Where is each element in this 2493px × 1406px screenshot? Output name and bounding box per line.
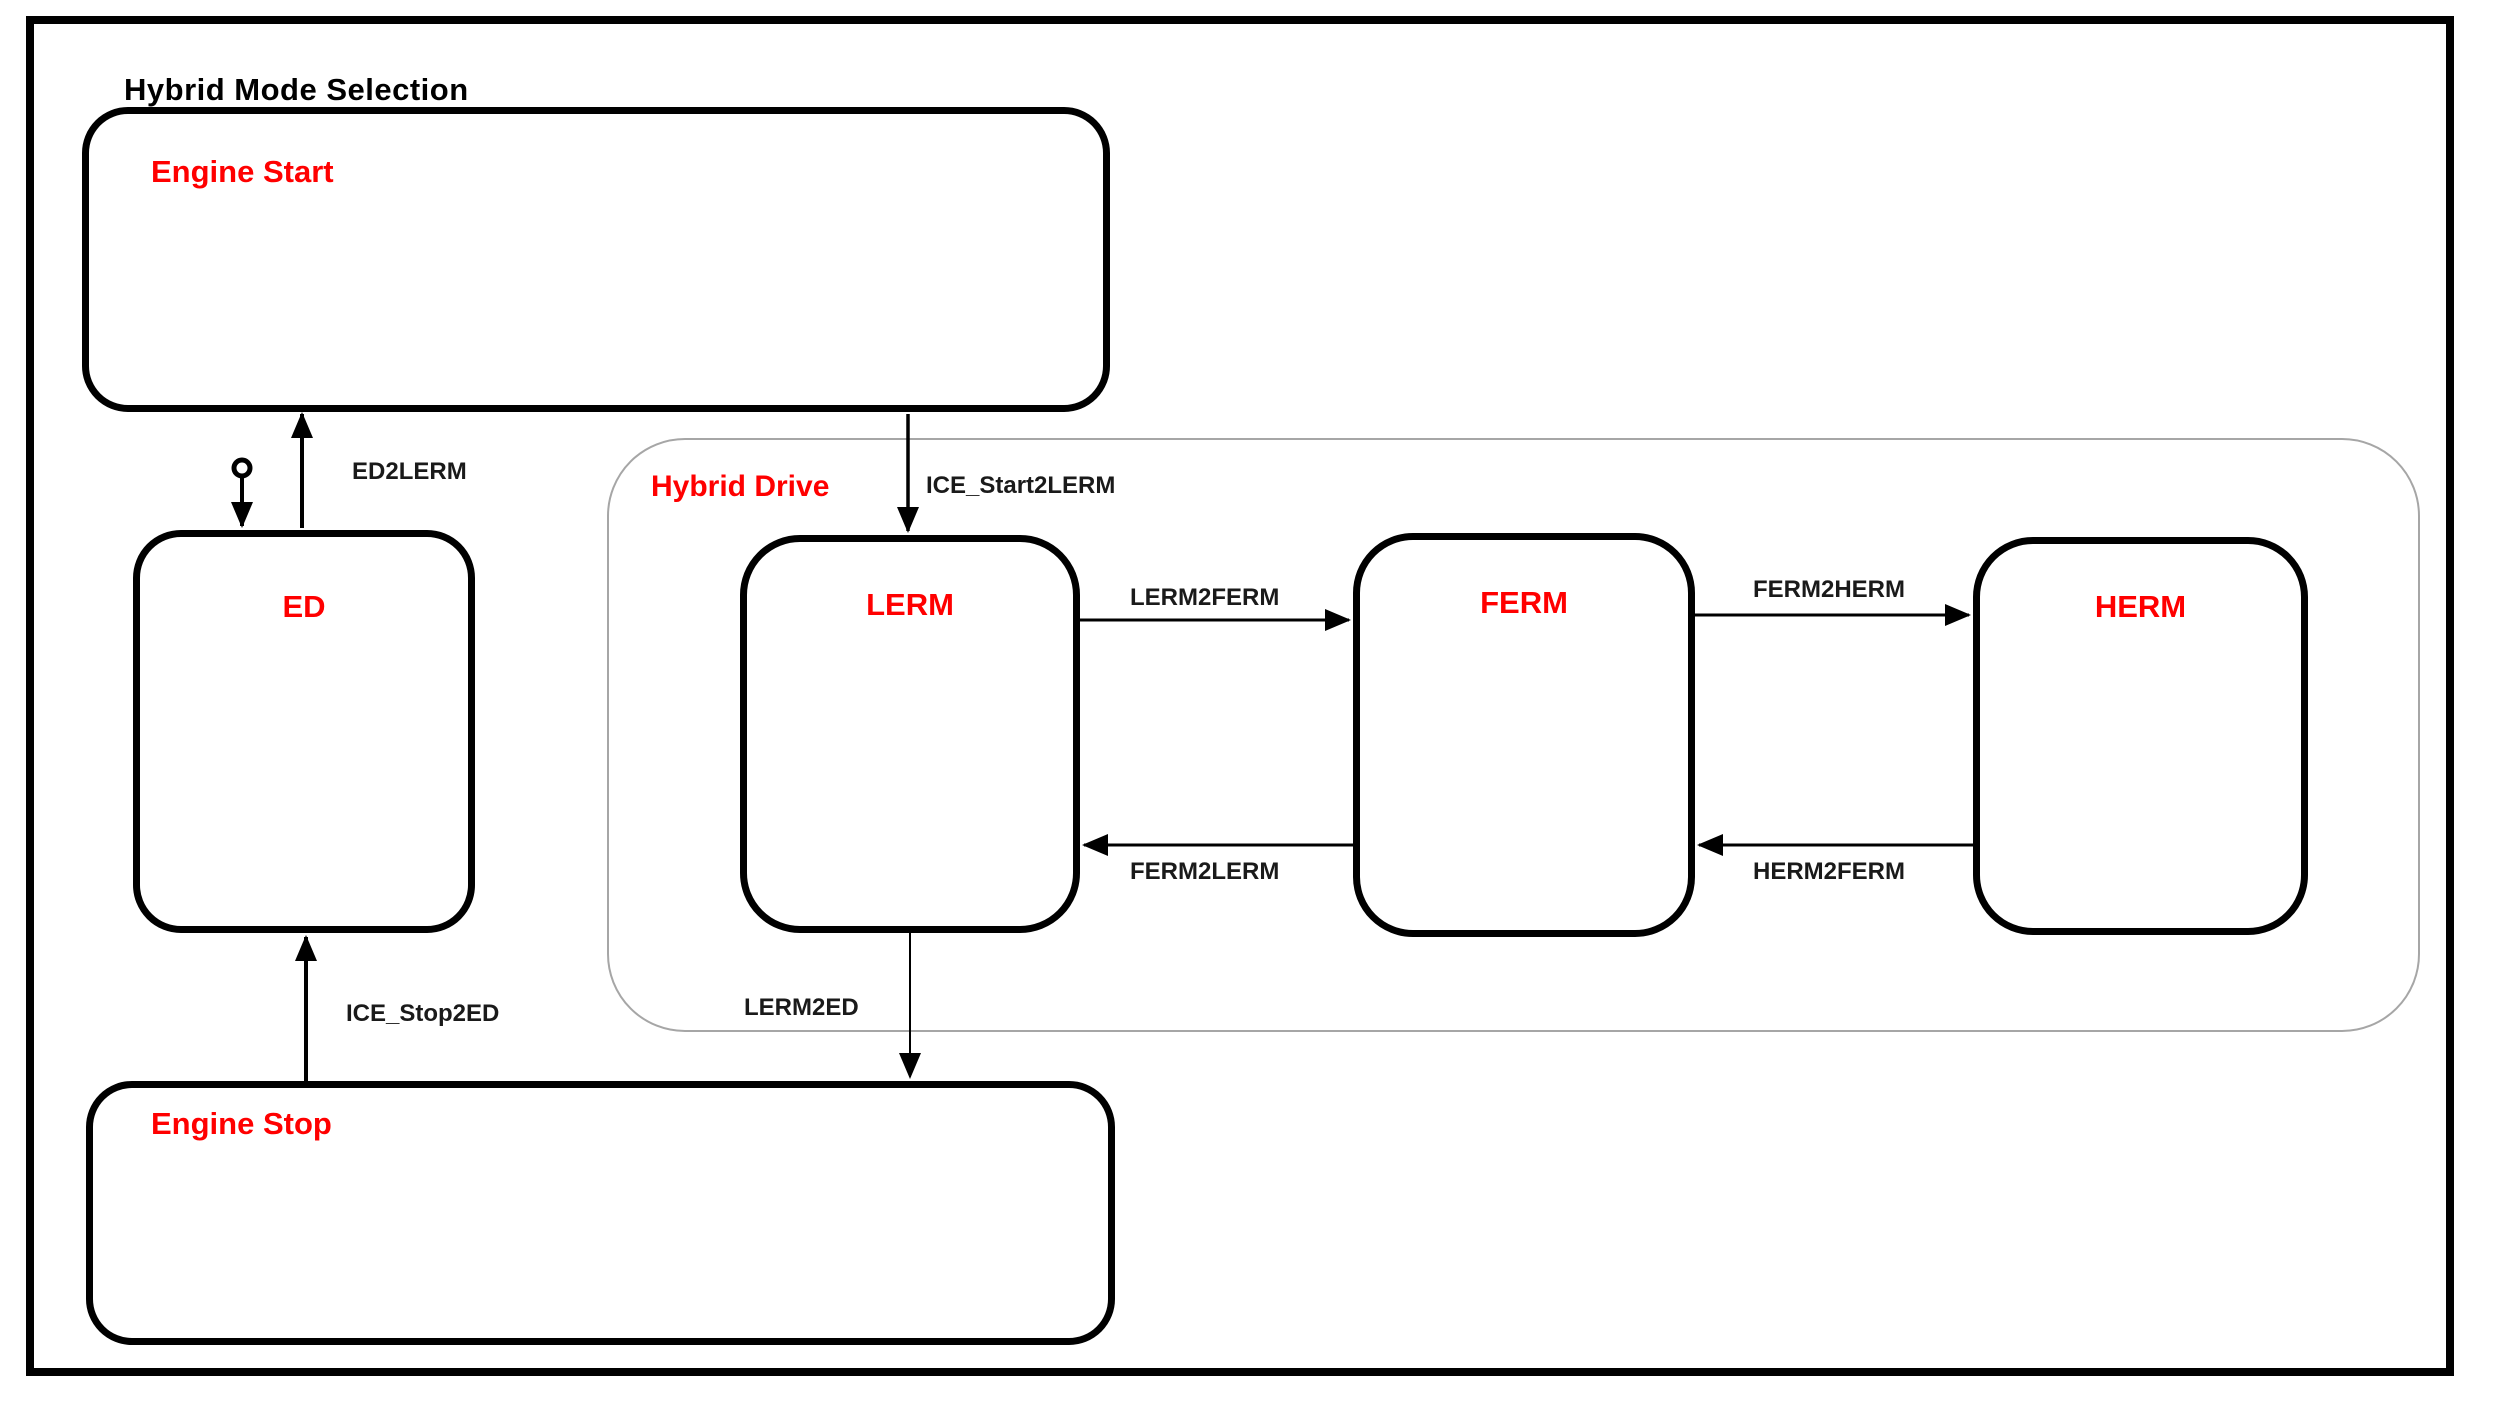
state-herm-label: HERM bbox=[2094, 589, 2187, 624]
state-herm: HERM bbox=[1973, 537, 2308, 935]
group-hybrid-drive: Hybrid Drive bbox=[607, 438, 2420, 1032]
transition-label-ed2lerm: ED2LERM bbox=[352, 458, 467, 485]
group-hybrid-drive-label: Hybrid Drive bbox=[651, 470, 830, 503]
state-engine-start-label: Engine Start bbox=[151, 154, 334, 189]
state-engine-start: Engine Start bbox=[82, 107, 1110, 412]
state-ferm: FERM bbox=[1353, 533, 1695, 937]
transition-label-lerm2ferm: LERM2FERM bbox=[1130, 584, 1280, 611]
state-ed: ED bbox=[133, 530, 475, 933]
state-lerm-label: LERM bbox=[866, 587, 954, 622]
transition-label-herm2ferm: HERM2FERM bbox=[1753, 858, 1906, 885]
transition-label-ferm2lerm: FERM2LERM bbox=[1130, 858, 1280, 885]
chart-outer-border bbox=[26, 16, 2454, 1376]
diagram-title: Hybrid Mode Selection bbox=[124, 72, 469, 107]
state-lerm: LERM bbox=[740, 535, 1080, 933]
state-engine-stop: Engine Stop bbox=[86, 1081, 1115, 1345]
transition-label-ferm2herm: FERM2HERM bbox=[1753, 576, 1906, 603]
state-ferm-label: FERM bbox=[1480, 585, 1568, 620]
state-engine-stop-label: Engine Stop bbox=[151, 1106, 332, 1141]
transition-label-lerm2ed: LERM2ED bbox=[744, 994, 859, 1021]
transition-label-ice-stop2ed: ICE_Stop2ED bbox=[346, 1000, 500, 1027]
state-ed-label: ED bbox=[282, 589, 326, 624]
transition-label-ice-start2lerm: ICE_Start2LERM bbox=[926, 472, 1116, 499]
